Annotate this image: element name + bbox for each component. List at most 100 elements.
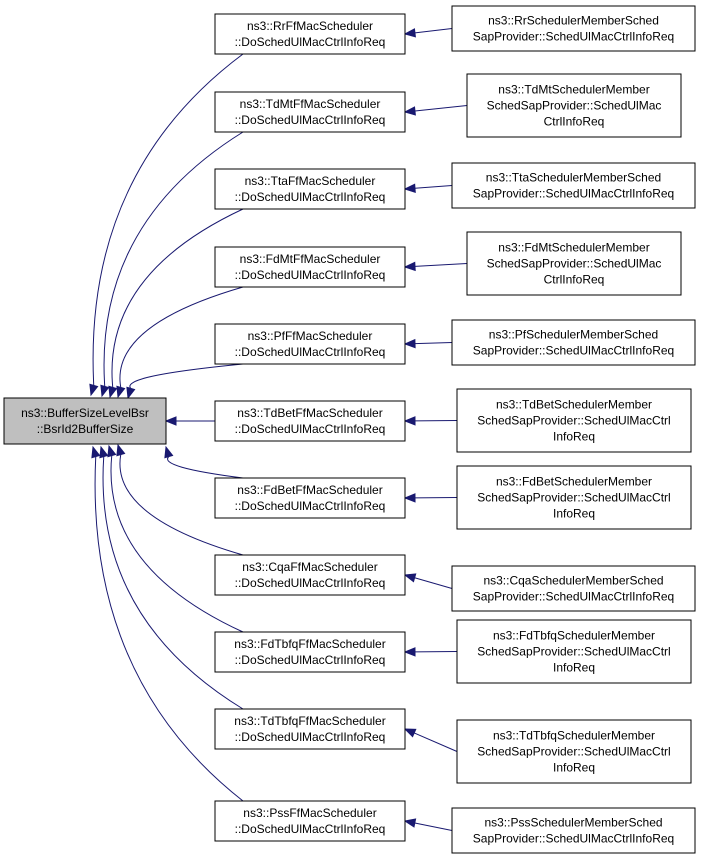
provider-fdbetschedulermember-label-line: SchedSapProvider::SchedUlMacCtrl — [477, 491, 670, 505]
provider-tdmtschedulermember-box — [466, 73, 682, 138]
edge-tdtbfqffmacscheduler-to-root — [102, 456, 244, 710]
edge-fdbetffmacscheduler-to-root-arrowhead — [164, 445, 174, 459]
provider-pssschedulermembersched[interactable]: ns3::PssSchedulerMemberSchedSapProvider:… — [451, 807, 696, 854]
edge-tdtbfqschedulermember-to-scheduler — [413, 732, 458, 752]
scheduler-cqaffmacscheduler[interactable]: ns3::CqaFfMacScheduler::DoSchedUlMacCtrl… — [214, 554, 406, 596]
provider-ttaschedulermembersched[interactable]: ns3::TtaSchedulerMemberSchedSapProvider:… — [451, 162, 696, 209]
edge-fdbetschedulermember-to-scheduler-arrowhead — [403, 493, 416, 503]
edge-ttaschedulermembersched-to-scheduler-arrowhead — [403, 183, 416, 193]
provider-rrschedulermembersched-box — [451, 5, 696, 52]
scheduler-tdbetffmacscheduler-box — [214, 400, 406, 442]
scheduler-cqaffmacscheduler-label-line: ns3::CqaFfMacScheduler — [242, 560, 377, 574]
provider-cqaschedulermembersched-label-line: ns3::CqaSchedulerMemberSched — [483, 574, 663, 588]
provider-fdmtschedulermember-label-line: SchedSapProvider::SchedUlMac — [487, 257, 662, 271]
provider-ttaschedulermembersched-label-line: SapProvider::SchedUlMacCtrlInfoReq — [473, 187, 674, 201]
edge-rrffmacscheduler-to-root — [92, 53, 244, 386]
scheduler-cqaffmacscheduler-label-line: ::DoSchedUlMacCtrlInfoReq — [235, 576, 386, 590]
provider-fdtbfqschedulermember-label-line: SchedSapProvider::SchedUlMacCtrl — [477, 645, 670, 659]
node-bsrid2buffersize[interactable]: ns3::BufferSizeLevelBsr::BsrId2BufferSiz… — [3, 397, 167, 445]
nodes: ns3::BufferSizeLevelBsr::BsrId2BufferSiz… — [3, 5, 696, 854]
provider-tdtbfqschedulermember-label-line: ns3::TdTbfqSchedulerMember — [493, 729, 655, 743]
provider-fdmtschedulermember[interactable]: ns3::FdMtSchedulerMemberSchedSapProvider… — [466, 231, 682, 296]
edge-rrffmacscheduler-to-root-arrowhead — [89, 383, 99, 397]
scheduler-pssffmacscheduler-label-line: ns3::PssFfMacScheduler — [243, 806, 376, 820]
node-bsrid2buffersize-box — [3, 397, 167, 445]
provider-cqaschedulermembersched[interactable]: ns3::CqaSchedulerMemberSchedSapProvider:… — [451, 565, 696, 612]
scheduler-tdmtffmacscheduler-box — [214, 91, 406, 133]
scheduler-rrffmacscheduler[interactable]: ns3::RrFfMacScheduler::DoSchedUlMacCtrlI… — [214, 13, 406, 55]
provider-tdbetschedulermember-box — [456, 388, 692, 453]
edge-fdbetffmacscheduler-to-root — [167, 456, 244, 479]
scheduler-ttaffmacscheduler-label-line: ::DoSchedUlMacCtrlInfoReq — [235, 190, 386, 204]
provider-ttaschedulermembersched-box — [451, 162, 696, 209]
scheduler-rrffmacscheduler-box — [214, 13, 406, 55]
edge-pfffmacscheduler-to-root-arrowhead — [126, 386, 136, 400]
provider-fdbetschedulermember-label-line: InfoReq — [553, 507, 595, 521]
provider-tdmtschedulermember[interactable]: ns3::TdMtSchedulerMemberSchedSapProvider… — [466, 73, 682, 138]
provider-pssschedulermembersched-label-line: SapProvider::SchedUlMacCtrlInfoReq — [473, 832, 674, 846]
scheduler-rrffmacscheduler-label-line: ns3::RrFfMacScheduler — [247, 19, 373, 33]
scheduler-fdbetffmacscheduler-label-line: ns3::FdBetFfMacScheduler — [237, 483, 382, 497]
node-bsrid2buffersize-label-line: ns3::BufferSizeLevelBsr — [21, 406, 149, 420]
scheduler-fdtbfqffmacscheduler-label-line: ::DoSchedUlMacCtrlInfoReq — [235, 653, 386, 667]
edge-cqaffmacscheduler-to-root — [119, 454, 244, 556]
edge-cqaschedulermembersched-to-scheduler-arrowhead — [403, 573, 417, 583]
edge-tdmtffmacscheduler-to-root-arrowhead — [100, 384, 110, 398]
edge-ttaffmacscheduler-to-root-arrowhead — [108, 385, 118, 399]
scheduler-fdtbfqffmacscheduler[interactable]: ns3::FdTbfqFfMacScheduler::DoSchedUlMacC… — [214, 631, 406, 673]
scheduler-ttaffmacscheduler[interactable]: ns3::TtaFfMacScheduler::DoSchedUlMacCtrl… — [214, 168, 406, 210]
scheduler-fdbetffmacscheduler[interactable]: ns3::FdBetFfMacScheduler::DoSchedUlMacCt… — [214, 477, 406, 519]
edge-ttaschedulermembersched-to-scheduler — [414, 185, 453, 189]
scheduler-tdbetffmacscheduler[interactable]: ns3::TdBetFfMacScheduler::DoSchedUlMacCt… — [214, 400, 406, 442]
scheduler-fdmtffmacscheduler[interactable]: ns3::FdMtFfMacScheduler::DoSchedUlMacCtr… — [214, 246, 406, 288]
edge-pssschedulermembersched-to-scheduler-arrowhead — [403, 818, 417, 828]
edge-cqaffmacscheduler-to-root-arrowhead — [116, 443, 126, 457]
edge-tdtbfqffmacscheduler-to-root-arrowhead — [99, 445, 109, 459]
edge-fdmtschedulermember-to-scheduler-arrowhead — [403, 261, 416, 272]
provider-pfschedulermembersched-label-line: SapProvider::SchedUlMacCtrlInfoReq — [473, 344, 674, 358]
edge-tdbetffmacscheduler-to-root-arrowhead — [164, 416, 177, 426]
scheduler-pfffmacscheduler-label-line: ::DoSchedUlMacCtrlInfoReq — [235, 345, 386, 359]
scheduler-cqaffmacscheduler-box — [214, 554, 406, 596]
provider-fdmtschedulermember-box — [466, 231, 682, 296]
provider-fdtbfqschedulermember-box — [456, 619, 692, 684]
scheduler-fdmtffmacscheduler-label-line: ::DoSchedUlMacCtrlInfoReq — [235, 268, 386, 282]
provider-rrschedulermembersched-label-line: ns3::RrSchedulerMemberSched — [488, 14, 659, 28]
provider-tdbetschedulermember-label-line: InfoReq — [553, 430, 595, 444]
provider-tdbetschedulermember-label-line: ns3::TdBetSchedulerMember — [496, 398, 652, 412]
scheduler-fdbetffmacscheduler-box — [214, 477, 406, 519]
provider-fdmtschedulermember-label-line: ns3::FdMtSchedulerMember — [498, 241, 649, 255]
provider-tdbetschedulermember[interactable]: ns3::TdBetSchedulerMemberSchedSapProvide… — [456, 388, 692, 453]
edge-ttaffmacscheduler-to-root — [111, 208, 244, 388]
provider-pfschedulermembersched[interactable]: ns3::PfSchedulerMemberSchedSapProvider::… — [451, 319, 696, 366]
edge-tdmtschedulermember-to-scheduler — [414, 105, 468, 112]
edge-tdmtschedulermember-to-scheduler-arrowhead — [403, 106, 416, 116]
provider-tdtbfqschedulermember[interactable]: ns3::TdTbfqSchedulerMemberSchedSapProvid… — [456, 719, 692, 784]
scheduler-tdmtffmacscheduler-label-line: ::DoSchedUlMacCtrlInfoReq — [235, 113, 386, 127]
scheduler-pfffmacscheduler-label-line: ns3::PfFfMacScheduler — [248, 329, 373, 343]
scheduler-tdmtffmacscheduler[interactable]: ns3::TdMtFfMacScheduler::DoSchedUlMacCtr… — [214, 91, 406, 133]
scheduler-ttaffmacscheduler-box — [214, 168, 406, 210]
scheduler-rrffmacscheduler-label-line: ::DoSchedUlMacCtrlInfoReq — [235, 35, 386, 49]
scheduler-tdtbfqffmacscheduler[interactable]: ns3::TdTbfqFfMacScheduler::DoSchedUlMacC… — [214, 708, 406, 750]
edge-fdtbfqschedulermember-to-scheduler-arrowhead — [403, 647, 416, 657]
provider-rrschedulermembersched-label-line: SapProvider::SchedUlMacCtrlInfoReq — [473, 30, 674, 44]
scheduler-tdbetffmacscheduler-label-line: ::DoSchedUlMacCtrlInfoReq — [235, 422, 386, 436]
provider-fdbetschedulermember-box — [456, 465, 692, 530]
scheduler-pfffmacscheduler[interactable]: ns3::PfFfMacScheduler::DoSchedUlMacCtrlI… — [214, 323, 406, 365]
provider-cqaschedulermembersched-label-line: SapProvider::SchedUlMacCtrlInfoReq — [473, 590, 674, 604]
provider-fdtbfqschedulermember-label-line: InfoReq — [553, 661, 595, 675]
scheduler-pssffmacscheduler[interactable]: ns3::PssFfMacScheduler::DoSchedUlMacCtrl… — [214, 800, 406, 842]
provider-fdbetschedulermember[interactable]: ns3::FdBetSchedulerMemberSchedSapProvide… — [456, 465, 692, 530]
provider-tdtbfqschedulermember-box — [456, 719, 692, 784]
provider-fdtbfqschedulermember-label-line: ns3::FdTbfqSchedulerMember — [493, 629, 655, 643]
provider-fdtbfqschedulermember[interactable]: ns3::FdTbfqSchedulerMemberSchedSapProvid… — [456, 619, 692, 684]
node-bsrid2buffersize-label-line: ::BsrId2BufferSize — [37, 422, 134, 436]
edge-rrschedulermembersched-to-scheduler-arrowhead — [403, 28, 416, 38]
provider-ttaschedulermembersched-label-line: ns3::TtaSchedulerMemberSched — [486, 171, 661, 185]
provider-tdmtschedulermember-label-line: ns3::TdMtSchedulerMember — [498, 83, 649, 97]
provider-tdtbfqschedulermember-label-line: SchedSapProvider::SchedUlMacCtrl — [477, 745, 670, 759]
edge-fdmtffmacscheduler-to-root — [119, 286, 244, 388]
provider-rrschedulermembersched[interactable]: ns3::RrSchedulerMemberSchedSapProvider::… — [451, 5, 696, 52]
